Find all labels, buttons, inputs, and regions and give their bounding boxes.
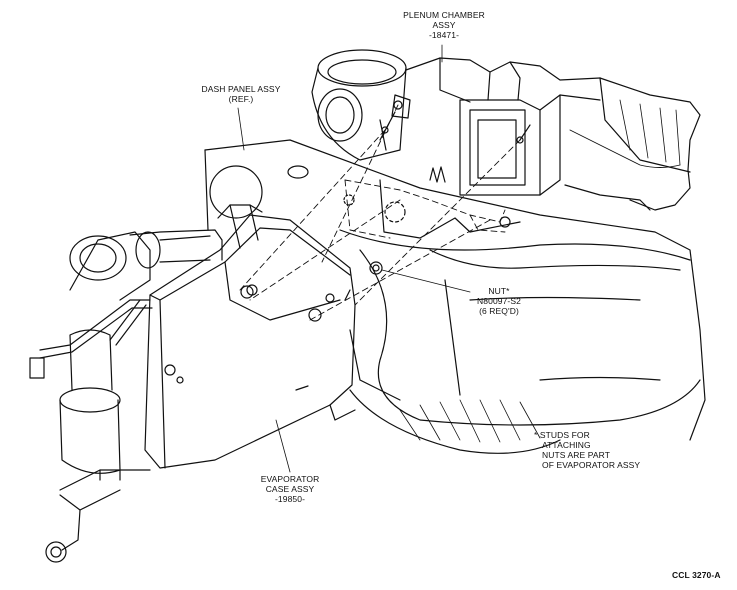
nut-label-line-2: N80097-S2 bbox=[477, 296, 521, 306]
nut-fasteners bbox=[240, 194, 511, 322]
note-line-1: * STUDS FOR bbox=[534, 430, 590, 440]
evaporator-label-line-2: CASE ASSY bbox=[265, 484, 315, 494]
nut-label: NUT* N80097-S2 (6 REQ'D) bbox=[466, 286, 532, 316]
plenum-label-line-1: PLENUM CHAMBER bbox=[403, 10, 485, 20]
note-line-4: OF EVAPORATOR ASSY bbox=[542, 460, 641, 470]
cowl-structure bbox=[349, 249, 701, 454]
figure-code: CCL 3270-A bbox=[672, 570, 721, 580]
note-line-3: NUTS ARE PART bbox=[542, 450, 611, 460]
plenum-chamber-drawing bbox=[311, 49, 701, 211]
plenum-label-line-3: -18471- bbox=[429, 30, 459, 40]
dash-label-line-2: (REF.) bbox=[228, 94, 254, 104]
evaporator-case-drawing bbox=[144, 204, 356, 469]
plenum-chamber-label: PLENUM CHAMBER ASSY -18471- bbox=[402, 10, 486, 40]
plenum-label-line-2: ASSY bbox=[432, 20, 456, 30]
accumulator-and-lines bbox=[29, 229, 223, 563]
dash-panel-outline bbox=[204, 139, 706, 441]
evaporator-label-line-3: -19850- bbox=[275, 494, 305, 504]
dash-panel-label: DASH PANEL ASSY (REF.) bbox=[196, 84, 286, 104]
label-leader-lines bbox=[237, 44, 471, 473]
evaporator-label-line-1: EVAPORATOR bbox=[260, 474, 320, 484]
studs-footnote: * STUDS FOR ATTACHING NUTS ARE PART OF E… bbox=[534, 430, 640, 470]
dash-label-line-1: DASH PANEL ASSY bbox=[201, 84, 281, 94]
note-line-2: ATTACHING bbox=[542, 440, 591, 450]
nut-label-line-3: (6 REQ'D) bbox=[479, 306, 519, 316]
nut-label-line-1: NUT* bbox=[488, 286, 510, 296]
evaporator-case-label: EVAPORATOR CASE ASSY -19850- bbox=[250, 474, 330, 504]
